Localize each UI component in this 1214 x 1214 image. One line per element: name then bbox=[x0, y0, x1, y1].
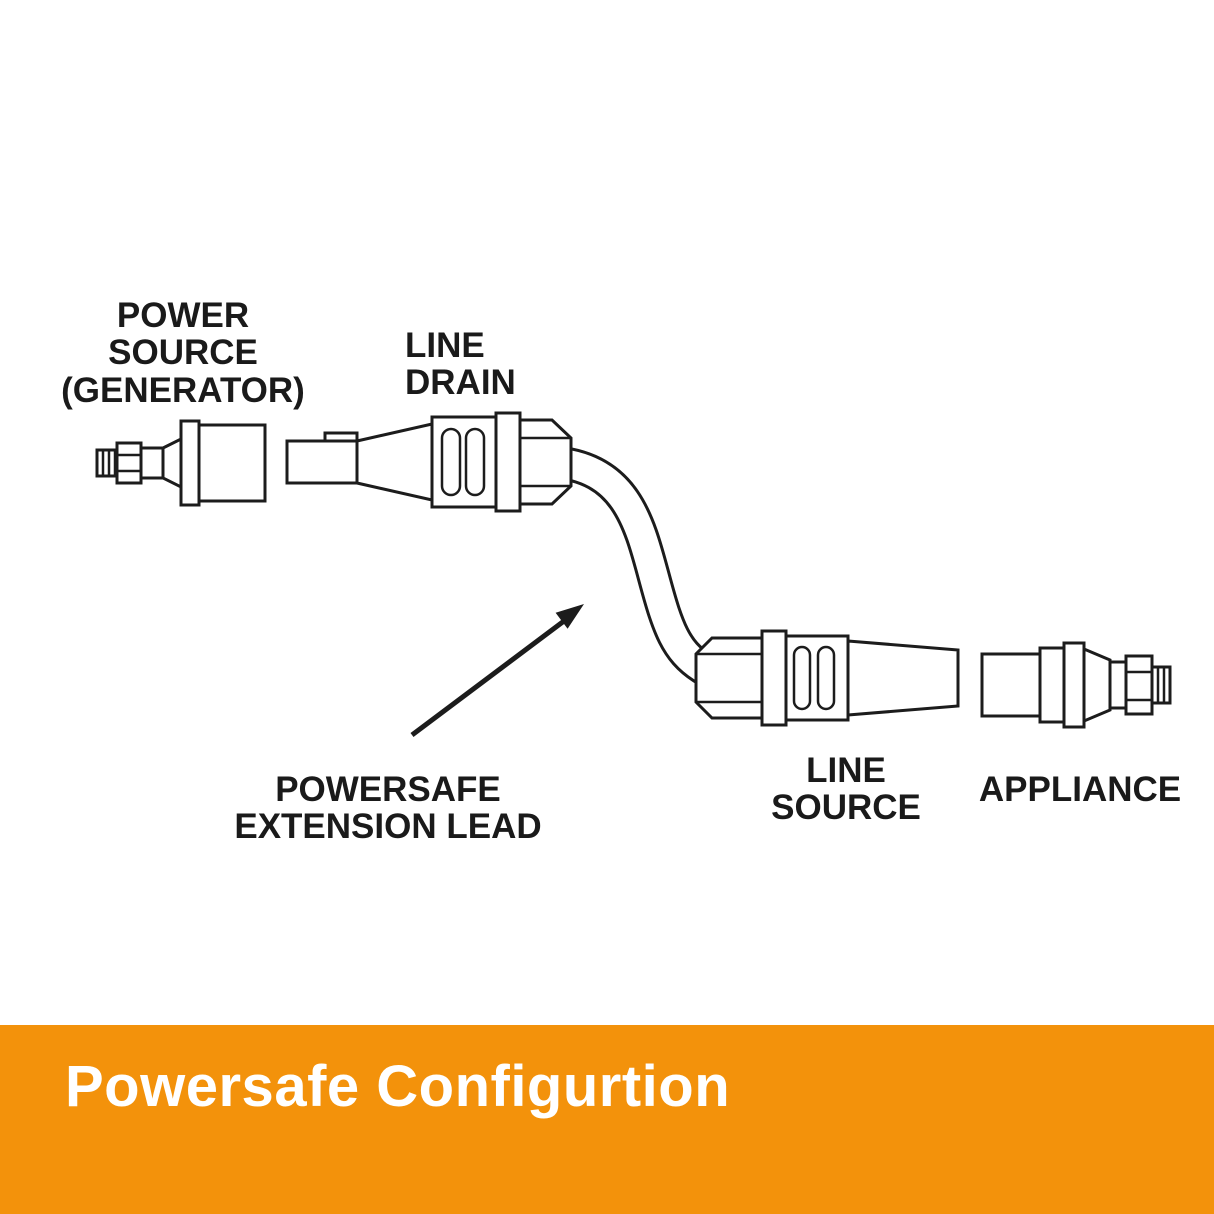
extension-lead-cable bbox=[550, 445, 733, 696]
appliance-connector-drawing bbox=[980, 641, 1172, 729]
power-source-connector-drawing bbox=[95, 419, 267, 507]
banner-title: Powersafe Configurtion bbox=[65, 1054, 731, 1119]
line-source-connector-drawing bbox=[694, 629, 960, 727]
line-drain-label: LINE DRAIN bbox=[405, 326, 516, 403]
powersafe-configuration-diagram bbox=[95, 411, 1172, 737]
appliance-label: APPLIANCE bbox=[978, 770, 1182, 809]
extension-lead-arrow bbox=[410, 604, 584, 737]
line-drain-connector-drawing bbox=[285, 411, 573, 513]
bottom-banner: Powersafe Configurtion bbox=[0, 1025, 1214, 1214]
line-source-label: LINE SOURCE bbox=[771, 751, 921, 828]
powersafe-extension-lead-label: POWERSAFE EXTENSION LEAD bbox=[234, 770, 542, 847]
power-source-label: POWER SOURCE (GENERATOR) bbox=[61, 296, 305, 410]
